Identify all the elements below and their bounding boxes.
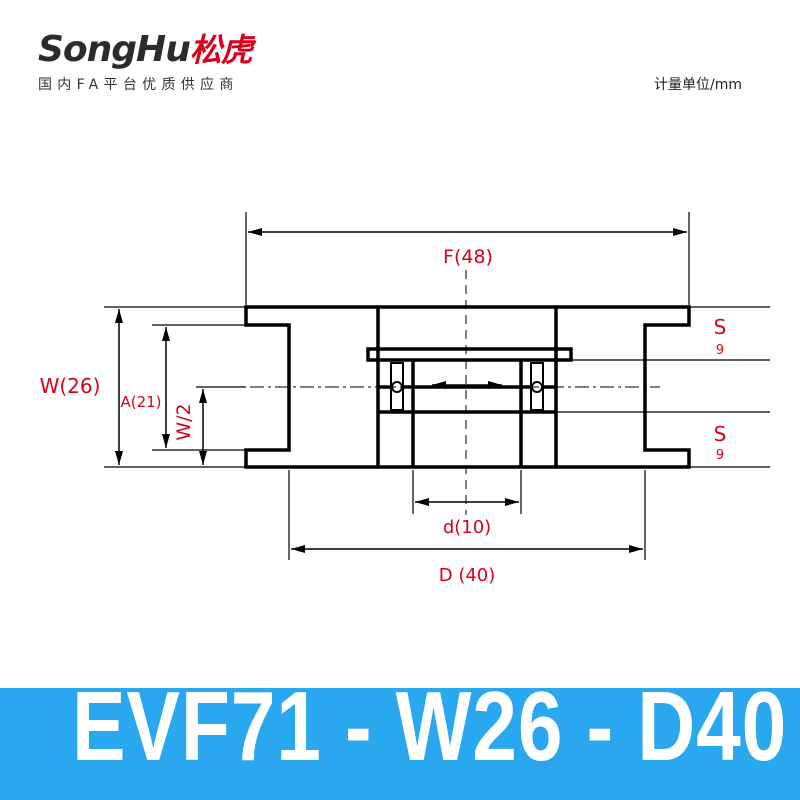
unit-note: 计量单位/mm (654, 77, 742, 93)
brand: SongHu松虎 国内FA平台优质供应商 (38, 29, 253, 94)
label-D: D (40) (439, 565, 496, 586)
label-W-half: W/2 (173, 403, 195, 440)
label-W: W(26) (40, 374, 101, 398)
brand-logo: SongHu松虎 (38, 29, 253, 70)
label-S-bottom: S (714, 422, 727, 446)
label-S-top: S (714, 315, 727, 339)
label-S-bottom-value: 9 (716, 448, 724, 463)
extension-lines (104, 212, 770, 560)
brand-logo-latin: SongHu (38, 29, 191, 70)
model-banner (0, 688, 800, 800)
label-A: A(21) (120, 393, 161, 411)
snap-ring-groove (366, 347, 573, 362)
brand-tagline: 国内FA平台优质供应商 (38, 77, 239, 93)
brand-logo-cjk: 松虎 (189, 31, 253, 69)
label-F: F(48) (443, 246, 493, 268)
dimension-lines (115, 228, 687, 553)
center-lines (200, 270, 660, 515)
label-S-top-value: 9 (716, 343, 724, 358)
label-d: d(10) (443, 517, 491, 538)
model-code: EVF71 - W26 - D40 (72, 671, 788, 781)
